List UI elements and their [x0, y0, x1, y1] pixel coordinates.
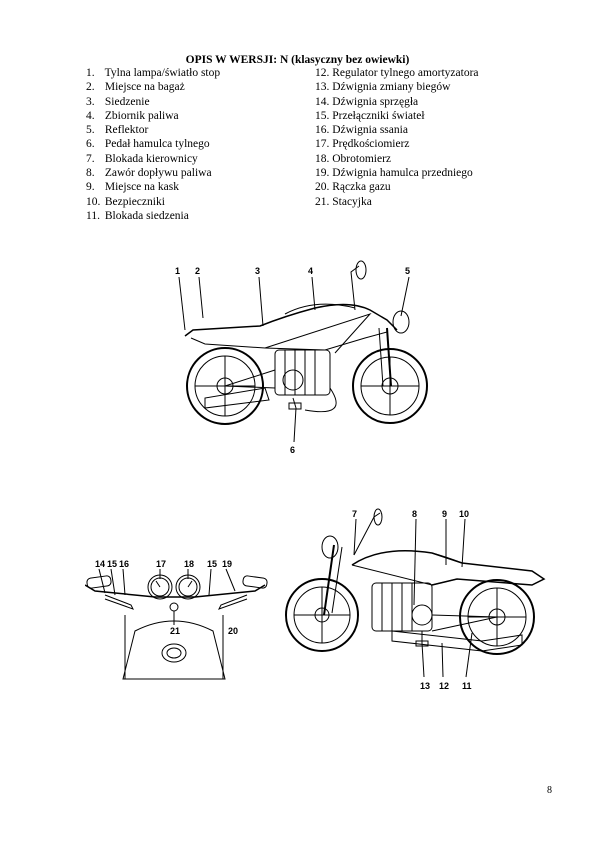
callout-15-right: 15 [207, 559, 217, 569]
callout-17: 17 [156, 559, 166, 569]
list-item: 10. Bezpieczniki [86, 195, 165, 208]
list-item: 18. Obrotomierz [315, 152, 392, 165]
list-item: 2. Miejsce na bagaż [86, 81, 185, 94]
list-item: 5. Reflektor [86, 124, 149, 137]
list-item: 17. Prędkościomierz [315, 138, 410, 151]
callout-18: 18 [184, 559, 194, 569]
list-item: 4. Zbiornik paliwa [86, 109, 179, 122]
callout-1: 1 [175, 266, 180, 276]
list-item: 14. Dźwignia sprzęgła [315, 95, 419, 108]
callout-11: 11 [462, 681, 472, 691]
list-item: 13. Dźwignia zmiany biegów [315, 81, 451, 94]
list-item: 6. Pedał hamulca tylnego [86, 138, 210, 151]
list-item: 16. Dźwignia ssania [315, 124, 408, 137]
list-item: 11. Blokada siedzenia [86, 209, 189, 222]
callout-2: 2 [195, 266, 200, 276]
list-item: 21. Stacyjka [315, 195, 372, 208]
list-item: 3. Siedzenie [86, 95, 150, 108]
callout-21: 21 [170, 626, 180, 636]
callout-16: 16 [119, 559, 129, 569]
parts-list-left: 1. Tylna lampa/światło stop 2. Miejsce n… [86, 66, 306, 223]
callout-6: 6 [290, 445, 295, 455]
list-item: 20. Rączka gazu [315, 181, 391, 194]
motorcycle-left-side-figure: 7 8 9 10 13 12 11 [282, 505, 552, 695]
list-item: 15. Przełączniki świateł [315, 109, 425, 122]
page-number: 8 [547, 785, 552, 796]
list-item: 19. Dźwignia hamulca przedniego [315, 167, 473, 180]
callout-13: 13 [420, 681, 430, 691]
callout-5: 5 [405, 266, 410, 276]
callout-20: 20 [228, 626, 238, 636]
callout-10: 10 [459, 509, 469, 519]
cockpit-figure: 14 15 16 17 18 15 19 21 20 [85, 555, 270, 685]
callout-3: 3 [255, 266, 260, 276]
list-item: 8. Zawór dopływu paliwa [86, 167, 212, 180]
motorcycle-right-side-figure: 1 2 3 4 5 6 [165, 258, 435, 463]
list-item: 7. Blokada kierownicy [86, 152, 198, 165]
callout-7: 7 [352, 509, 357, 519]
list-item: 1. Tylna lampa/światło stop [86, 67, 221, 79]
callout-12: 12 [439, 681, 449, 691]
list-item: 9. Miejsce na kask [86, 181, 179, 194]
callout-4: 4 [308, 266, 313, 276]
list-item: 12. Regulator tylnego amortyzatora [315, 67, 479, 79]
callout-8: 8 [412, 509, 417, 519]
page-title: OPIS W WERSJI: N (klasyczny bez owiewki) [185, 54, 410, 66]
callout-19: 19 [222, 559, 232, 569]
callout-14: 14 [95, 559, 105, 569]
callout-15: 15 [107, 559, 117, 569]
parts-list-right: 12. Regulator tylnego amortyzatora 13. D… [315, 66, 545, 209]
callout-9: 9 [442, 509, 447, 519]
